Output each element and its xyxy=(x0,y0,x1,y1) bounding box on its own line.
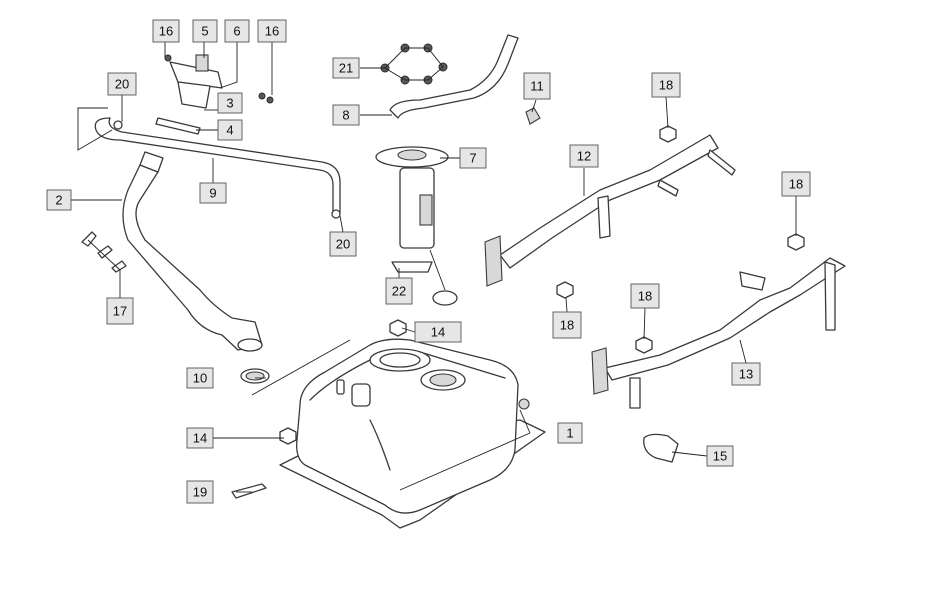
callout-17: 17 xyxy=(106,297,134,325)
svg-text:8: 8 xyxy=(342,108,349,123)
callout-5: 5 xyxy=(192,19,218,43)
callout-22: 22 xyxy=(385,277,413,305)
callout-19: 19 xyxy=(186,480,214,504)
callout-18b: 18 xyxy=(781,171,811,197)
svg-text:18: 18 xyxy=(560,318,574,333)
callout-1: 1 xyxy=(557,422,583,444)
leader-lines xyxy=(70,42,797,493)
svg-text:12: 12 xyxy=(577,149,591,164)
callout-2: 2 xyxy=(46,189,72,211)
svg-text:18: 18 xyxy=(659,78,673,93)
nuts xyxy=(279,125,805,445)
callout-6: 6 xyxy=(224,19,250,43)
callout-4: 4 xyxy=(217,119,243,141)
svg-text:19: 19 xyxy=(193,485,207,500)
callout-20b: 20 xyxy=(329,231,357,257)
callout-15: 15 xyxy=(706,445,734,467)
callout-14b: 14 xyxy=(414,321,462,343)
fuel-pump xyxy=(375,146,458,306)
svg-text:20: 20 xyxy=(115,77,129,92)
hose-clamp xyxy=(240,368,270,384)
callout-16a: 16 xyxy=(152,19,180,43)
callout-8: 8 xyxy=(332,104,360,126)
svg-text:14: 14 xyxy=(431,325,445,340)
svg-text:18: 18 xyxy=(789,177,803,192)
svg-text:17: 17 xyxy=(113,304,127,319)
fuel-tank xyxy=(279,338,546,529)
svg-text:22: 22 xyxy=(392,284,406,299)
callout-18d: 18 xyxy=(630,283,660,309)
svg-text:13: 13 xyxy=(739,367,753,382)
callout-9: 9 xyxy=(199,182,227,204)
callout-7: 7 xyxy=(459,147,487,169)
callout-14a: 14 xyxy=(186,427,214,449)
svg-text:10: 10 xyxy=(193,371,207,386)
svg-text:20: 20 xyxy=(336,237,350,252)
clip xyxy=(81,231,127,273)
svg-text:9: 9 xyxy=(209,186,216,201)
callout-11: 11 xyxy=(523,72,551,100)
breather-hose xyxy=(94,117,341,213)
svg-text:2: 2 xyxy=(55,193,62,208)
svg-text:5: 5 xyxy=(201,24,208,39)
small-hose-clamps xyxy=(113,120,341,219)
tank-strap xyxy=(231,483,267,499)
svg-text:15: 15 xyxy=(713,449,727,464)
clip-small xyxy=(525,107,541,125)
fasteners xyxy=(164,54,274,104)
callout-13: 13 xyxy=(731,362,761,386)
svg-text:3: 3 xyxy=(226,96,233,111)
svg-text:14: 14 xyxy=(193,431,207,446)
svg-text:1: 1 xyxy=(566,426,573,441)
svg-text:16: 16 xyxy=(265,24,279,39)
bolt-set xyxy=(380,43,448,85)
callout-20a: 20 xyxy=(107,72,137,96)
svg-text:18: 18 xyxy=(638,289,652,304)
frame-rail-upper xyxy=(484,134,736,287)
callout-10: 10 xyxy=(186,367,214,389)
rollover-valve xyxy=(155,54,223,135)
frame-rail-lower xyxy=(591,257,846,409)
callout-12: 12 xyxy=(569,144,599,168)
svg-text:6: 6 xyxy=(233,24,240,39)
callout-18c: 18 xyxy=(552,311,582,339)
svg-text:21: 21 xyxy=(339,61,353,76)
callout-21: 21 xyxy=(332,57,360,79)
vent-hose xyxy=(389,34,519,119)
bracket-clamp xyxy=(643,433,679,463)
callout-18a: 18 xyxy=(651,72,681,98)
callout-3: 3 xyxy=(217,92,243,114)
filler-hose xyxy=(122,151,263,352)
callout-16b: 16 xyxy=(257,19,287,43)
svg-text:11: 11 xyxy=(530,79,544,94)
svg-text:7: 7 xyxy=(469,151,476,166)
svg-text:4: 4 xyxy=(226,123,233,138)
svg-text:16: 16 xyxy=(159,24,173,39)
